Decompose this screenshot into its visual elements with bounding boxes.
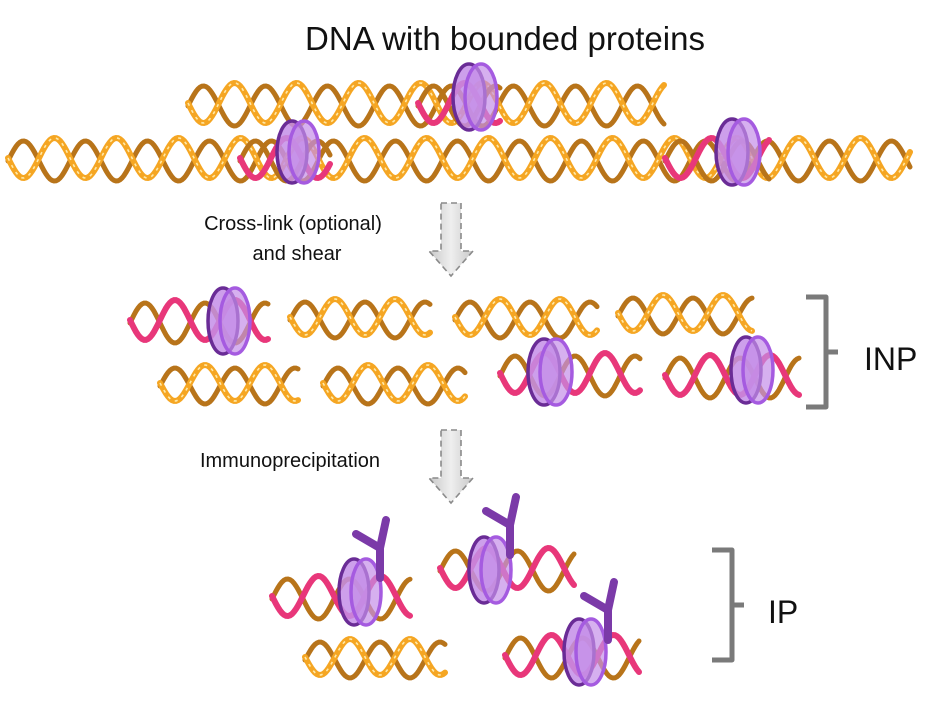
dna-back-strand bbox=[287, 299, 433, 341]
dna-strand bbox=[452, 296, 600, 341]
protein bbox=[526, 337, 574, 407]
protein-front-disc bbox=[287, 119, 321, 185]
protein bbox=[337, 557, 383, 627]
shear-step: Cross-link (optional) and shear bbox=[204, 202, 475, 278]
antibody-arm-right bbox=[376, 516, 390, 552]
dna-back-strand bbox=[615, 295, 755, 337]
antibody-arm-left bbox=[352, 530, 384, 552]
dna-base-ticks bbox=[617, 294, 753, 332]
stage-immunoprecipitated bbox=[269, 493, 642, 687]
dna-base-ticks bbox=[7, 137, 911, 179]
protein-front-disc bbox=[479, 535, 513, 605]
dna-back-strand bbox=[185, 83, 667, 129]
dna-back-strand bbox=[452, 299, 600, 341]
dna-strand bbox=[5, 134, 913, 184]
dna-front-strand bbox=[302, 636, 448, 678]
protein-front-disc bbox=[218, 286, 252, 356]
diagram-title: DNA with bounded proteins bbox=[305, 20, 705, 57]
antibody bbox=[580, 578, 618, 644]
protein-front-disc bbox=[463, 62, 499, 132]
shear-step-label-line1: Cross-link (optional) bbox=[204, 213, 382, 235]
antibody-arm-left bbox=[482, 507, 514, 529]
antibody bbox=[352, 516, 390, 582]
dna-back-strand bbox=[320, 365, 468, 407]
input-group-label: INP bbox=[864, 341, 917, 377]
dna-strand bbox=[287, 296, 433, 341]
dna-front-strand bbox=[452, 296, 600, 338]
immunoprecipitation-down-arrow bbox=[427, 429, 475, 505]
protein-front-disc bbox=[574, 617, 608, 687]
dna-strand bbox=[302, 636, 448, 681]
protein bbox=[451, 62, 499, 132]
dna-front-strand bbox=[320, 362, 468, 404]
protein bbox=[206, 286, 252, 356]
input-group-bracket: INP bbox=[806, 294, 917, 410]
dna-strand bbox=[157, 362, 301, 407]
protein bbox=[467, 535, 513, 605]
dna-strand bbox=[185, 79, 667, 129]
protein-front-disc bbox=[726, 117, 762, 187]
dna-strand bbox=[320, 362, 468, 407]
ip-bracket-shape bbox=[712, 547, 744, 663]
protein bbox=[275, 119, 321, 185]
antibody-arm-right bbox=[604, 578, 618, 614]
immunoprecipitation-step: Immunoprecipitation bbox=[200, 429, 475, 505]
protein bbox=[729, 335, 775, 405]
ip-group-bracket: IP bbox=[712, 547, 798, 663]
dna-base-ticks bbox=[159, 364, 299, 402]
stage-sheared-fragments bbox=[127, 286, 802, 407]
dna-back-strand bbox=[157, 365, 301, 407]
dna-front-strand bbox=[287, 296, 433, 338]
protein-front-disc bbox=[538, 337, 574, 407]
protein bbox=[714, 117, 762, 187]
antibody bbox=[482, 493, 520, 559]
immunoprecipitation-label: Immunoprecipitation bbox=[200, 450, 380, 472]
antibody-arm-left bbox=[580, 592, 612, 614]
dna-back-strand bbox=[302, 639, 448, 681]
protein bbox=[562, 617, 608, 687]
shear-down-arrow bbox=[427, 202, 475, 278]
antibody-arm-right bbox=[506, 493, 520, 529]
protein-front-disc bbox=[349, 557, 383, 627]
dna-front-strand bbox=[185, 79, 667, 127]
stage-dna-with-proteins bbox=[5, 62, 913, 187]
dna-strand bbox=[615, 292, 755, 337]
ip-group-label: IP bbox=[768, 594, 798, 630]
input-bracket-shape bbox=[806, 294, 838, 410]
protein-front-disc bbox=[741, 335, 775, 405]
shear-step-label-line2: and shear bbox=[253, 243, 342, 265]
